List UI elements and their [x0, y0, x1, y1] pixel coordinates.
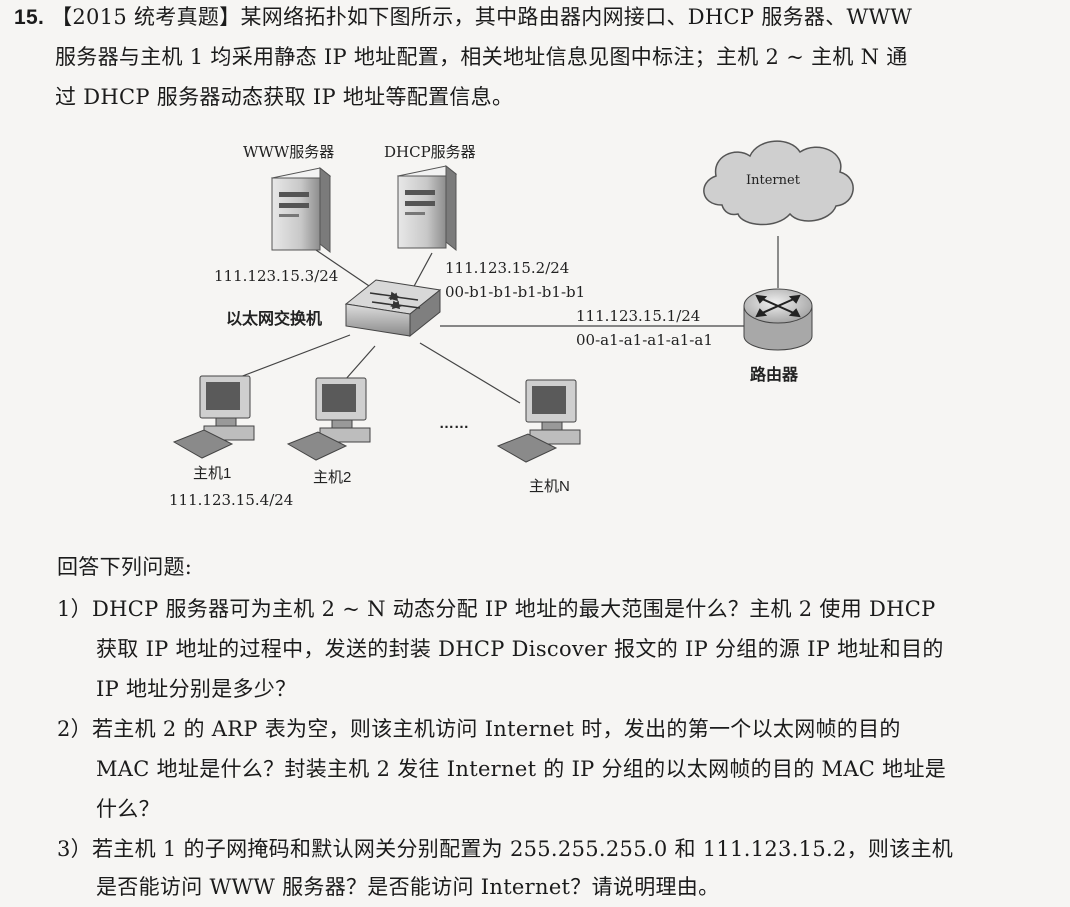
item-2-line-1: 2）若主机 2 的 ARP 表为空，则该主机访问 Internet 时，发出的第… — [57, 714, 901, 744]
item-3-text-1: 若主机 1 的子网掩码和默认网关分别配置为 255.255.255.0 和 11… — [91, 837, 954, 861]
host2-computer-icon — [286, 377, 371, 461]
item-2-text-1: 若主机 2 的 ARP 表为空，则该主机访问 Internet 时，发出的第一个… — [91, 717, 901, 741]
router-icon — [743, 288, 813, 351]
item-1-line-1: 1）DHCP 服务器可为主机 2 ~ N 动态分配 IP 地址的最大范围是什么？… — [57, 594, 936, 624]
ethernet-switch-icon — [344, 279, 442, 338]
host1-computer-icon — [172, 375, 255, 459]
internet-cloud-icon — [703, 140, 854, 226]
host1-ip: 111.123.15.4/24 — [169, 491, 294, 509]
question-line-1: 15. 【2015 统考真题】某网络拓扑如下图所示，其中路由器内网接口、DHCP… — [14, 2, 912, 33]
router-interface-mac: 00-a1-a1-a1-a1-a1 — [576, 331, 713, 349]
item-1-text-2: 获取 IP 地址的过程中，发送的封装 DHCP Discover 报文的 IP … — [96, 637, 944, 661]
item-1-text-3: IP 地址分别是多少？ — [96, 677, 297, 701]
item-1-text-1: DHCP 服务器可为主机 2 ~ N 动态分配 IP 地址的最大范围是什么？主机… — [91, 597, 936, 621]
dhcp-server-ip: 111.123.15.2/24 — [445, 259, 570, 277]
item-2-text-2: MAC 地址是什么？封装主机 2 发往 Internet 的 IP 分组的以太网… — [96, 757, 947, 781]
answer-prompt: 回答下列问题: — [57, 555, 193, 579]
www-server-icon — [270, 166, 332, 254]
www-server-ip: 111.123.15.3/24 — [214, 267, 339, 285]
internet-label: Internet — [746, 173, 800, 188]
www-server-label: WWW服务器 — [243, 143, 335, 161]
dhcp-server-label: DHCP服务器 — [384, 143, 476, 161]
item-3-line-1: 3）若主机 1 的子网掩码和默认网关分别配置为 255.255.255.0 和 … — [57, 834, 953, 864]
item-3-text-2: 是否能访问 WWW 服务器？是否能访问 Internet？请说明理由。 — [96, 875, 720, 899]
connection-lines — [231, 236, 779, 404]
item-1-number: 1） — [57, 597, 92, 621]
question-text-3: 过 DHCP 服务器动态获取 IP 地址等配置信息。 — [55, 85, 514, 109]
item-2-number: 2） — [57, 717, 92, 741]
item-3-number: 3） — [57, 837, 92, 861]
hostn-label: 主机N — [529, 478, 570, 495]
host2-label: 主机2 — [313, 469, 352, 486]
question-text-2: 服务器与主机 1 均采用静态 IP 地址配置，相关地址信息见图中标注；主机 2 … — [55, 45, 908, 69]
router-label: 路由器 — [750, 367, 799, 384]
item-2-text-3: 什么？ — [96, 797, 160, 821]
dhcp-server-mac: 00-b1-b1-b1-b1-b1 — [445, 283, 586, 301]
switch-label: 以太网交换机 — [226, 311, 323, 328]
question-text-1: 【2015 统考真题】某网络拓扑如下图所示，其中路由器内网接口、DHCP 服务器… — [51, 5, 913, 29]
hosts-ellipsis: …… — [439, 415, 469, 432]
question-number: 15. — [14, 6, 45, 29]
host1-label: 主机1 — [193, 465, 232, 482]
dhcp-server-icon — [396, 164, 458, 252]
hostn-computer-icon — [496, 379, 581, 463]
router-interface-ip: 111.123.15.1/24 — [576, 307, 701, 325]
